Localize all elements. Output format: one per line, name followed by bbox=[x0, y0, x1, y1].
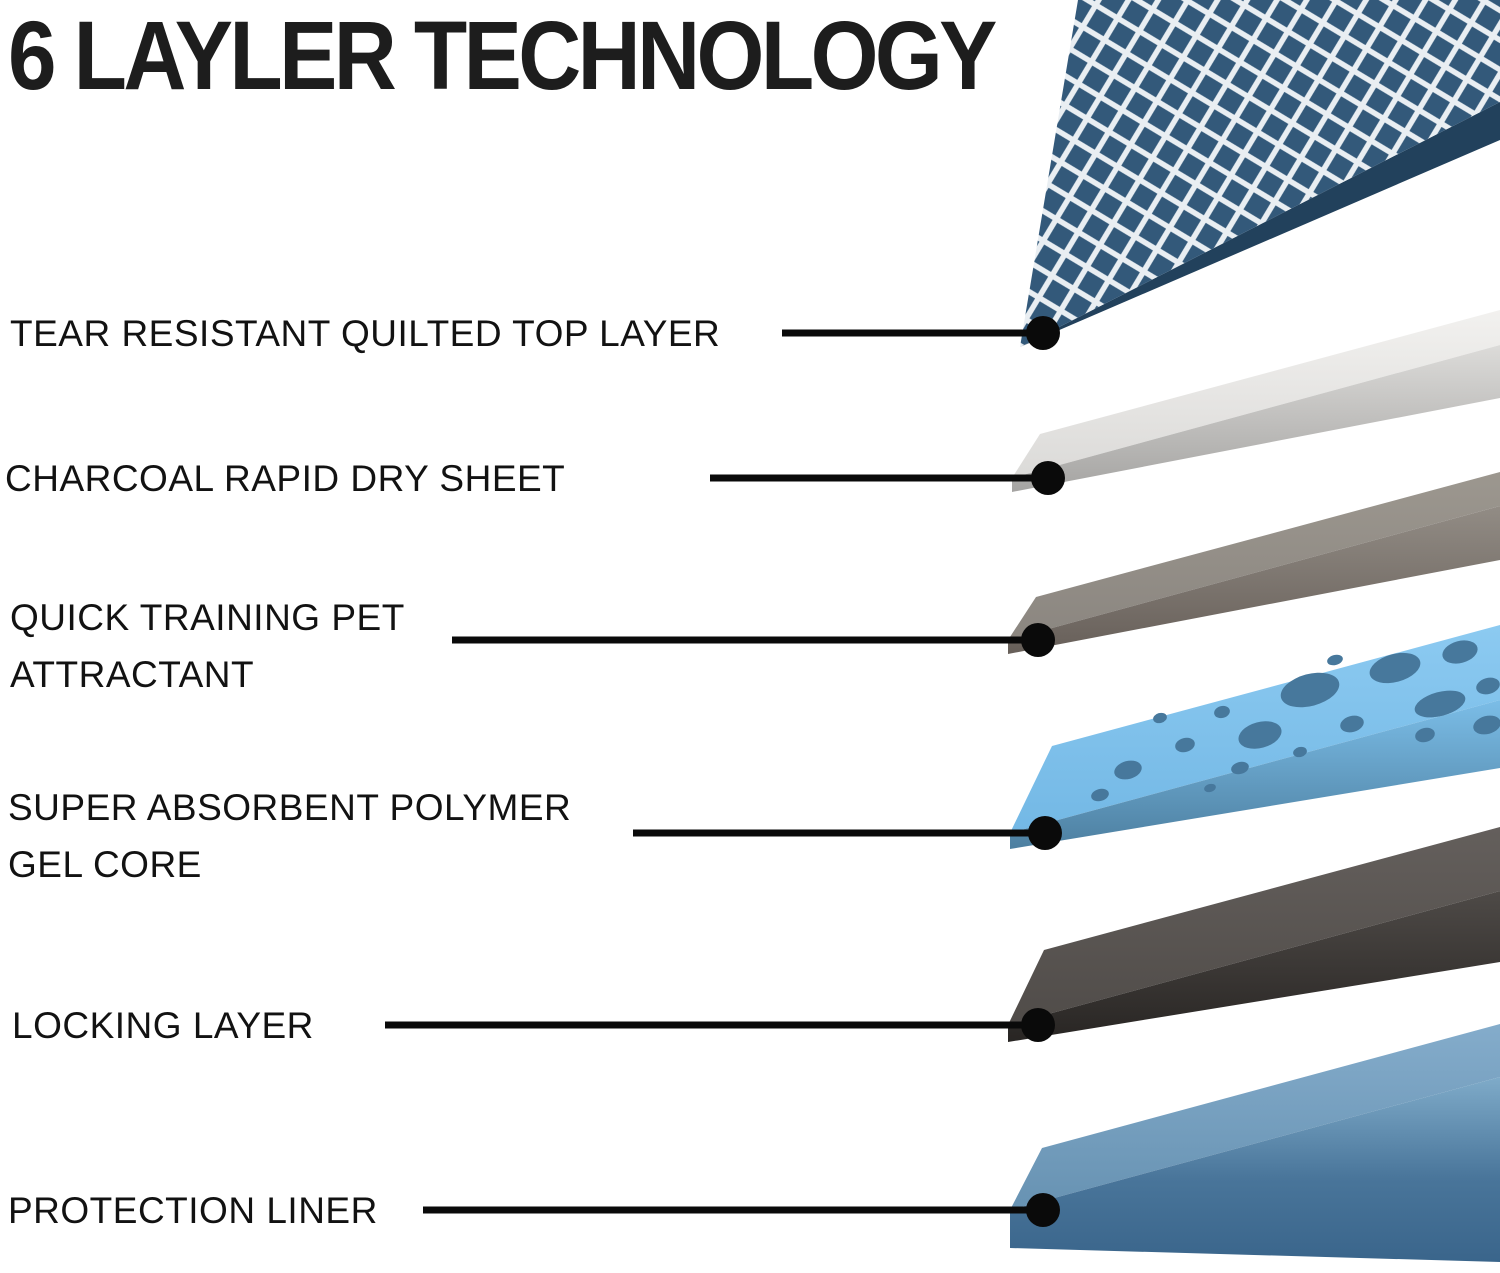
label-gel-core: SUPER ABSORBENT POLYMER GEL CORE bbox=[8, 779, 571, 893]
label-line: QUICK TRAINING PET bbox=[10, 597, 405, 638]
label-locking-layer: LOCKING LAYER bbox=[12, 997, 314, 1054]
gel-bubbles bbox=[1091, 640, 1500, 802]
label-line: GEL CORE bbox=[8, 844, 202, 885]
page-title: 6 LAYLER TECHNOLOGY bbox=[8, 1, 997, 110]
layer-graphic-locking-layer bbox=[1008, 827, 1500, 1042]
label-line: LOCKING LAYER bbox=[12, 1005, 314, 1046]
layer-graphic-protection-liner bbox=[1010, 1024, 1500, 1262]
label-line: PROTECTION LINER bbox=[8, 1190, 378, 1231]
connector-dot-attractant bbox=[1021, 623, 1055, 657]
label-quilted-top-layer: TEAR RESISTANT QUILTED TOP LAYER bbox=[10, 305, 720, 362]
label-line: TEAR RESISTANT QUILTED TOP LAYER bbox=[10, 313, 721, 354]
layer-graphic-pet-attractant bbox=[1008, 472, 1500, 654]
connector-dot-liner bbox=[1026, 1193, 1060, 1227]
connector-dot-quilted-top bbox=[1026, 316, 1060, 350]
connector-dot-locking-layer bbox=[1021, 1008, 1055, 1042]
label-protection-liner: PROTECTION LINER bbox=[8, 1182, 378, 1239]
layer-graphic-quilted-top bbox=[1020, 0, 1500, 347]
layer-graphic-gel-core bbox=[1010, 625, 1500, 849]
layer-graphic-rapid-dry-sheet bbox=[1012, 310, 1500, 492]
label-pet-attractant: QUICK TRAINING PET ATTRACTANT bbox=[10, 589, 405, 703]
label-line: CHARCOAL RAPID DRY SHEET bbox=[5, 458, 566, 499]
label-line: ATTRACTANT bbox=[10, 654, 255, 695]
connector-dot-gel-core bbox=[1028, 816, 1062, 850]
connector-dot-dry-sheet bbox=[1031, 461, 1065, 495]
label-charcoal-dry-sheet: CHARCOAL RAPID DRY SHEET bbox=[5, 450, 565, 507]
label-line: SUPER ABSORBENT POLYMER bbox=[8, 787, 572, 828]
